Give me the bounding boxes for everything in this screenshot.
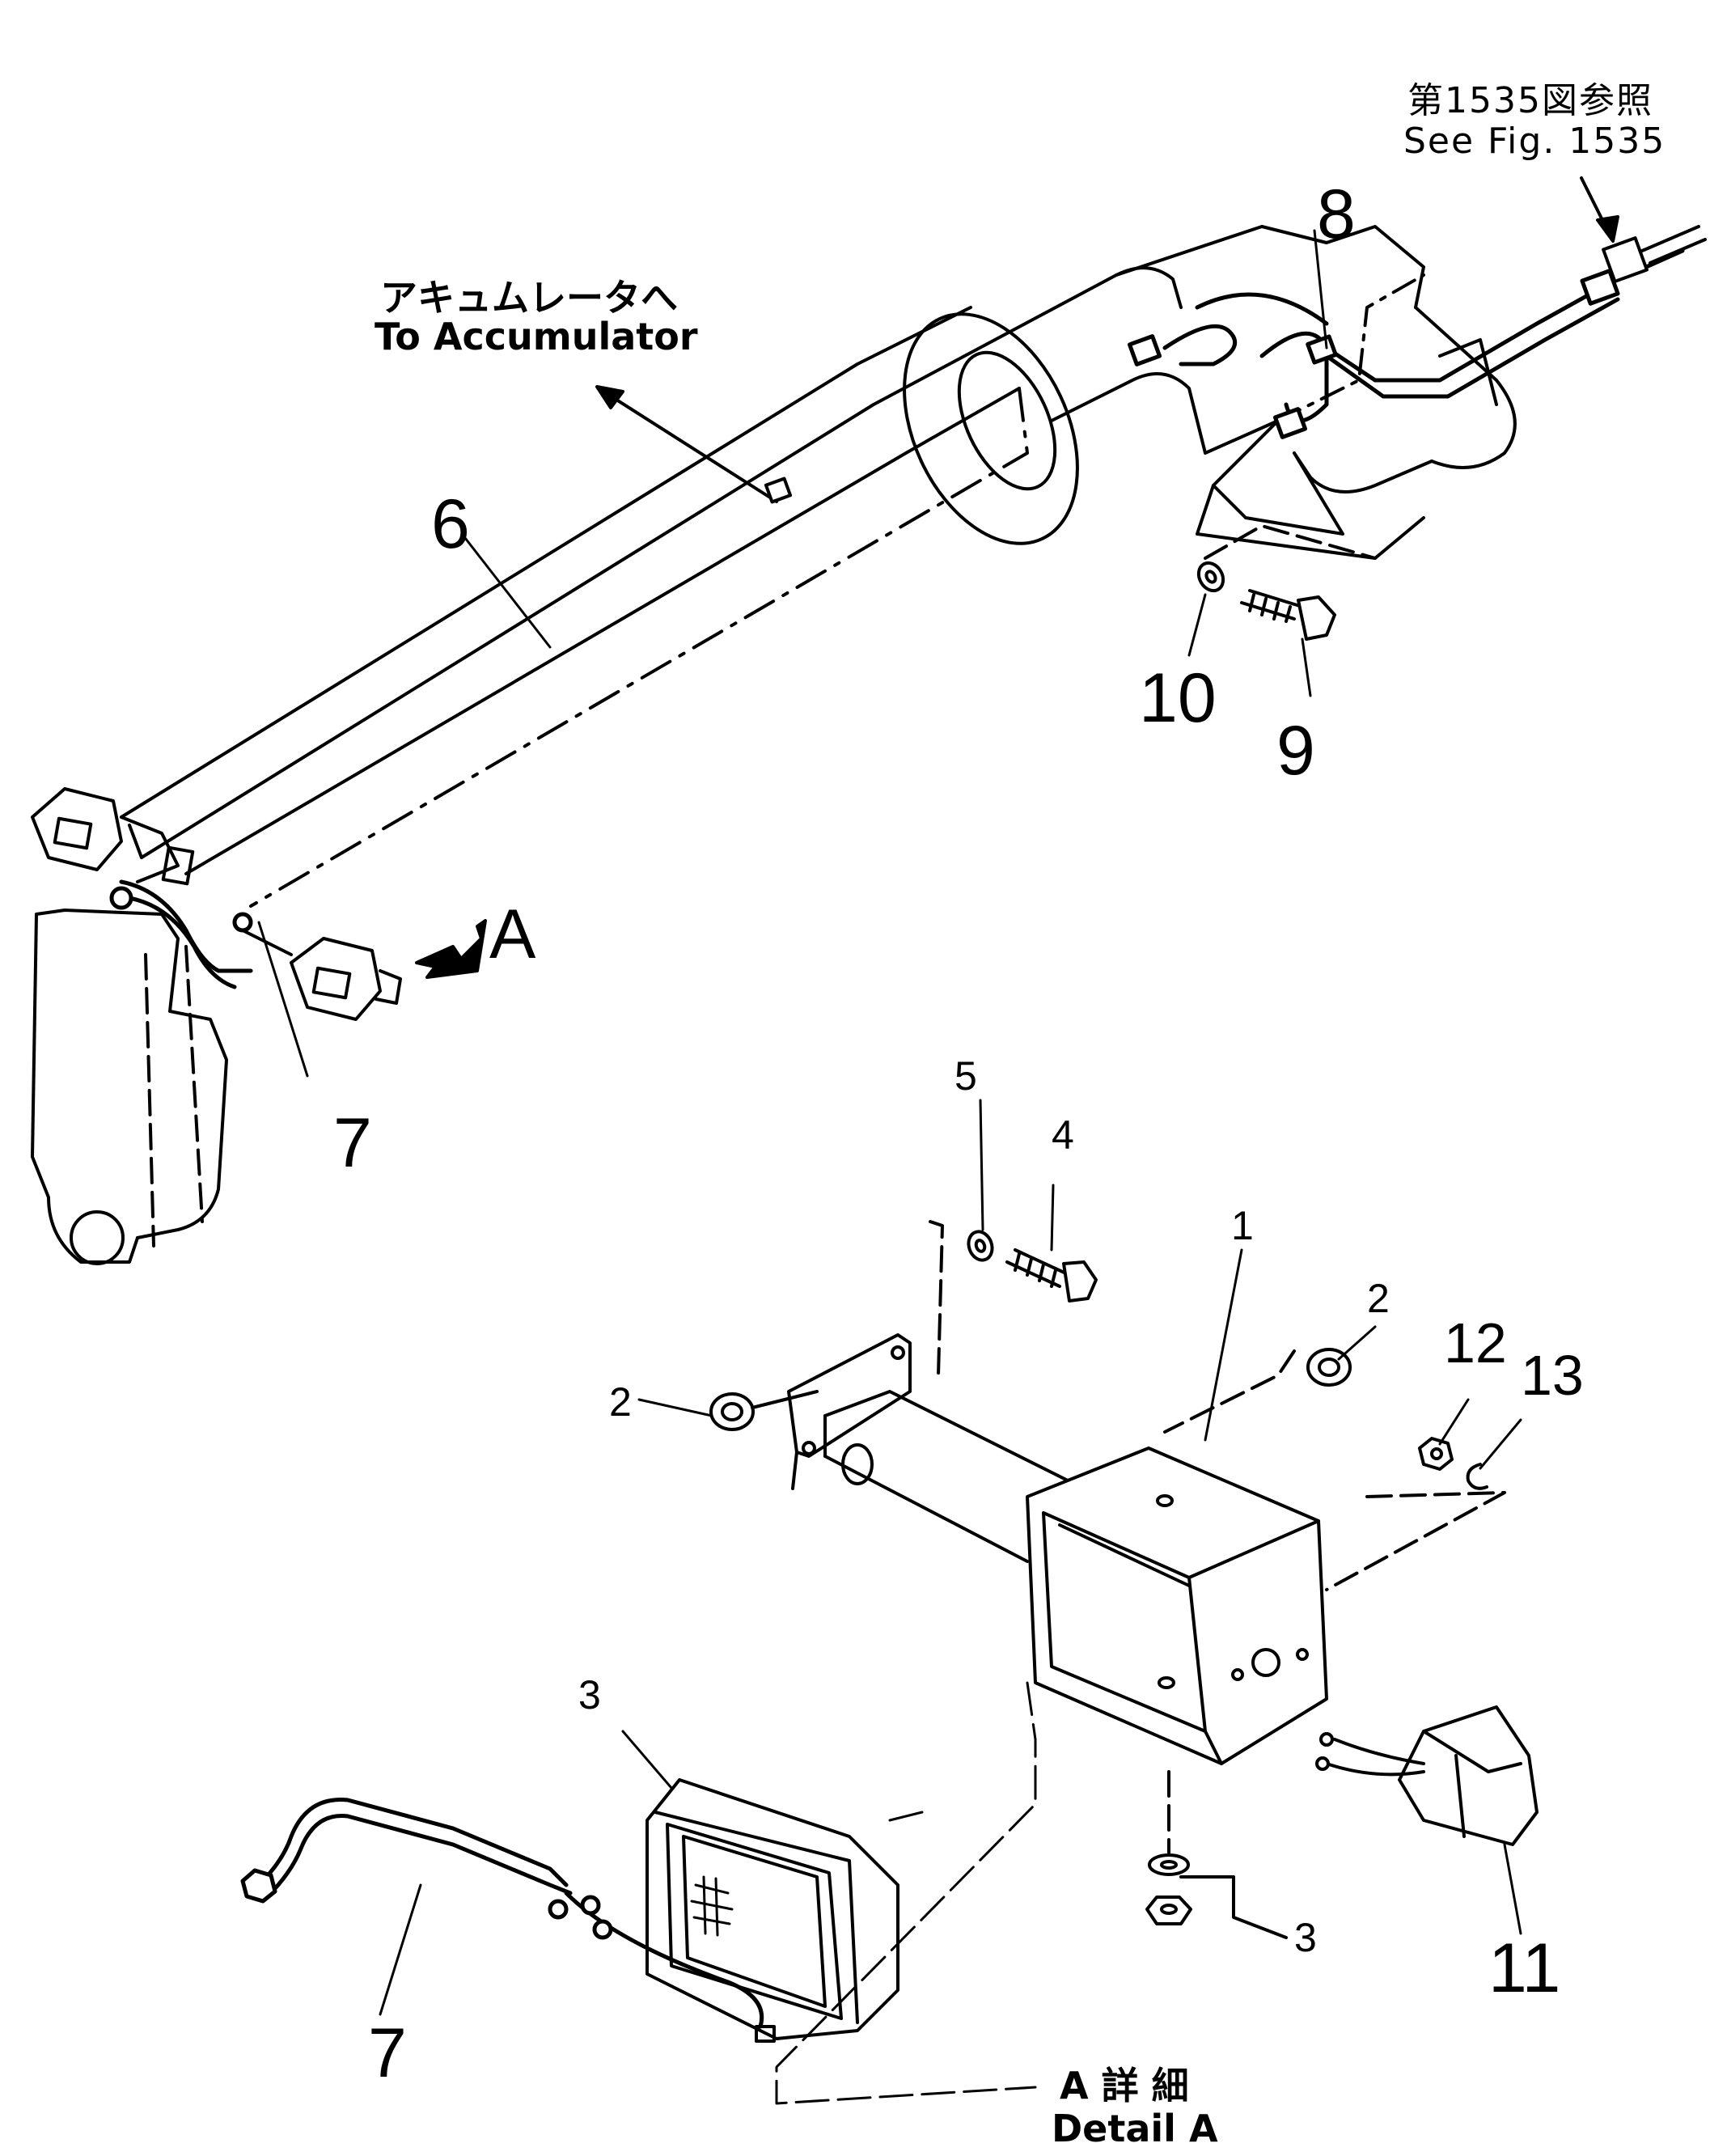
harness-connector — [1603, 227, 1705, 282]
lamp-box-1 — [1027, 1448, 1327, 1764]
bracket-arm — [825, 1391, 1084, 1561]
ref-note-jp: 第1535図参照 — [1407, 80, 1653, 121]
frame-tube — [121, 307, 1027, 906]
leader-lines-lower — [380, 1100, 1521, 2014]
flange-ring — [870, 286, 1112, 571]
callout-5: 5 — [954, 1053, 977, 1099]
view-letter-a: A — [489, 896, 536, 973]
mounting-plate — [789, 1335, 910, 1489]
leader-lines-upper — [259, 231, 1327, 1076]
left-lamp-lower — [243, 930, 400, 1019]
detail-a-assembly — [243, 1100, 1537, 2103]
wiring-harness-7-lower — [243, 1800, 762, 2027]
callout-4: 4 — [1052, 1112, 1074, 1158]
callout-11: 11 — [1488, 1929, 1561, 2007]
nut-3 — [1147, 1897, 1191, 1924]
callout-3-nut: 3 — [1294, 1915, 1317, 1960]
nut-12 — [1420, 1438, 1452, 1469]
accumulator-note-en: To Accumulator — [375, 315, 698, 358]
washer-10 — [1194, 558, 1228, 595]
callout-9: 9 — [1276, 712, 1315, 790]
detail-outline-lines — [777, 1683, 1035, 2103]
washer-5 — [965, 1228, 997, 1263]
wiring-harness-8 — [1129, 251, 1682, 437]
left-lamp-upper — [32, 789, 193, 883]
view-arrow-a — [417, 921, 485, 977]
callout-7-lower: 7 — [368, 2014, 407, 2092]
lamp-lens-grid-icon — [692, 1877, 732, 1935]
callout-12: 12 — [1444, 1311, 1507, 1375]
callout-3-lamp: 3 — [578, 1672, 601, 1718]
callout-2-left: 2 — [609, 1379, 632, 1425]
callout-2-right: 2 — [1367, 1276, 1390, 1321]
side-lamp-11 — [1317, 1707, 1537, 1845]
accumulator-arrow — [597, 387, 790, 502]
grommet-2-left — [711, 1391, 817, 1430]
callout-10: 10 — [1139, 659, 1217, 737]
fig-1535-arrow — [1581, 178, 1618, 241]
ref-note-en: See Fig. 1535 — [1403, 121, 1666, 162]
left-frame-block — [32, 910, 226, 1264]
callout-7-upper: 7 — [333, 1104, 372, 1182]
callout-6: 6 — [431, 485, 470, 563]
bolt-9 — [1242, 591, 1335, 639]
wiring-harness-7-upper — [112, 882, 251, 987]
rear-bracket — [995, 227, 1515, 558]
clip-13 — [1468, 1464, 1487, 1489]
grommet-2-right — [1165, 1349, 1350, 1432]
work-lamp-3 — [647, 1780, 898, 2041]
detail-title-jp: A 詳 細 — [1060, 2064, 1189, 2107]
callout-13: 13 — [1521, 1344, 1584, 1407]
accumulator-note-jp: アキュムレータへ — [380, 276, 678, 320]
detail-title-en: Detail A — [1052, 2107, 1218, 2150]
washer-3 — [1149, 1855, 1188, 1874]
callout-1: 1 — [1231, 1203, 1254, 1248]
rear-frame-assembly — [32, 178, 1705, 1264]
callout-8: 8 — [1317, 176, 1356, 253]
bolt-4 — [1007, 1250, 1096, 1301]
